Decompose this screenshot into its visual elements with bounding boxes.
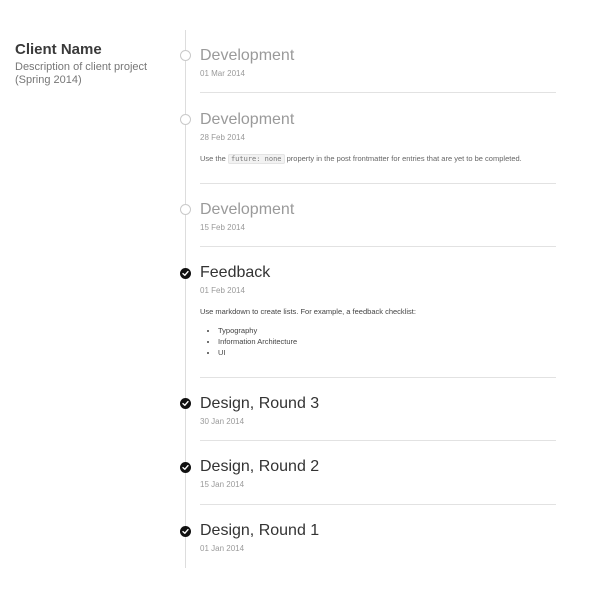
entry-divider [200, 246, 556, 247]
entry-date: 01 Jan 2014 [200, 544, 245, 553]
list-item: UI [218, 347, 556, 358]
timeline-entry: Feedback 01 Feb 2014 Use markdown to cre… [200, 263, 556, 358]
timeline-entry: Development 15 Feb 2014 [200, 200, 556, 233]
entry-divider [200, 377, 556, 378]
entry-divider [200, 504, 556, 505]
entry-title: Design, Round 3 [200, 395, 320, 412]
list-item: Information Architecture [218, 336, 556, 347]
timeline-line [185, 30, 186, 568]
list-item: Typography [218, 325, 556, 336]
feedback-checklist: Typography Information Architecture UI [200, 325, 556, 358]
entry-body-prefix: Use the [200, 154, 226, 163]
timeline-entry: Design, Round 2 15 Jan 2014 [200, 457, 556, 490]
check-circle-icon [180, 526, 191, 537]
timeline-entry: Design, Round 3 30 Jan 2014 [200, 394, 556, 427]
timeline-entry: Development 01 Mar 2014 [200, 46, 556, 79]
entry-title: Feedback [200, 264, 271, 281]
empty-circle-icon [180, 204, 191, 215]
empty-circle-icon [180, 114, 191, 125]
client-description: Description of client project (Spring 20… [15, 61, 148, 86]
entry-divider [200, 183, 556, 184]
entry-date: 01 Mar 2014 [200, 69, 245, 78]
client-info: Client Name Description of client projec… [15, 41, 165, 87]
entry-body: Use the future: none property in the pos… [200, 153, 556, 165]
code-snippet: future: none [227, 154, 285, 164]
entry-title: Design, Round 1 [200, 522, 320, 539]
entry-date: 30 Jan 2014 [200, 417, 245, 426]
entry-date: 15 Jan 2014 [200, 480, 245, 489]
client-name: Client Name [15, 41, 102, 58]
entry-title: Design, Round 2 [200, 458, 320, 475]
entry-divider [200, 92, 556, 93]
timeline-entry: Development 28 Feb 2014 Use the future: … [200, 110, 556, 165]
entry-date: 01 Feb 2014 [200, 286, 245, 295]
check-circle-icon [180, 268, 191, 279]
check-circle-icon [180, 398, 191, 409]
entry-divider [200, 440, 556, 441]
timeline-entry: Design, Round 1 01 Jan 2014 [200, 521, 556, 554]
entry-date: 28 Feb 2014 [200, 133, 245, 142]
empty-circle-icon [180, 50, 191, 61]
entry-title: Development [200, 47, 295, 64]
entry-date: 15 Feb 2014 [200, 223, 245, 232]
entry-body-suffix: property in the post frontmatter for ent… [286, 154, 522, 163]
entry-title: Development [200, 111, 295, 128]
check-circle-icon [180, 462, 191, 473]
entry-body: Use markdown to create lists. For exampl… [200, 307, 416, 316]
entry-title: Development [200, 201, 295, 218]
